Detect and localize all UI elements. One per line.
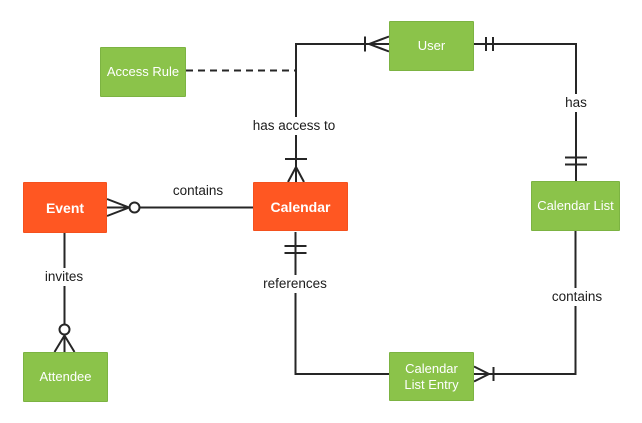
one-one-ticks-icon [485,37,494,51]
crows-foot-many-icon [53,334,76,353]
relationship-label-has-access-to: has access to [249,117,339,135]
connector-user-calendarlist [474,37,587,181]
line [474,231,577,375]
entity-calendar-list-entry: Calendar List Entry [389,352,474,401]
entity-calendar-label: Calendar [270,198,331,215]
zero-circle-icon [128,201,141,214]
connector-calendar-user [285,35,390,183]
crows-foot-many-icon [106,198,130,217]
connector-event-calendar [106,198,253,217]
one-one-ticks-icon [565,156,587,166]
entity-calendar: Calendar [253,182,348,231]
entity-event: Event [23,182,107,233]
relationship-label-references: references [260,275,330,293]
entity-calendar-list-entry-label: Calendar List Entry [404,360,459,392]
line [294,232,389,375]
entity-access-rule: Access Rule [100,47,186,97]
connector-calendarlist-entry [473,231,577,383]
crows-foot-many-icon [473,365,490,383]
relationship-label-has: has [562,94,590,112]
connector-calendar-entry [284,232,389,375]
relationship-label-contains: contains [169,182,227,200]
crows-foot-many-icon [287,166,305,183]
entity-calendar-list-label: Calendar List [537,198,614,213]
zero-circle-icon [58,323,71,336]
line [295,43,389,182]
crows-foot-many-icon [368,35,390,53]
relationship-label-invites: invites [41,268,87,286]
entity-user: User [389,21,474,71]
relationship-label-contains-entry: contains [548,288,606,306]
connector-event-attendee [53,233,76,353]
entity-user-label: User [417,38,446,53]
entity-attendee: Attendee [23,352,108,402]
entity-attendee-label: Attendee [39,369,92,384]
entity-calendar-list: Calendar List [531,181,620,231]
entity-event-label: Event [45,199,85,216]
line [474,43,577,181]
entity-access-rule-label: Access Rule [106,64,180,79]
one-one-ticks-icon [284,245,307,254]
